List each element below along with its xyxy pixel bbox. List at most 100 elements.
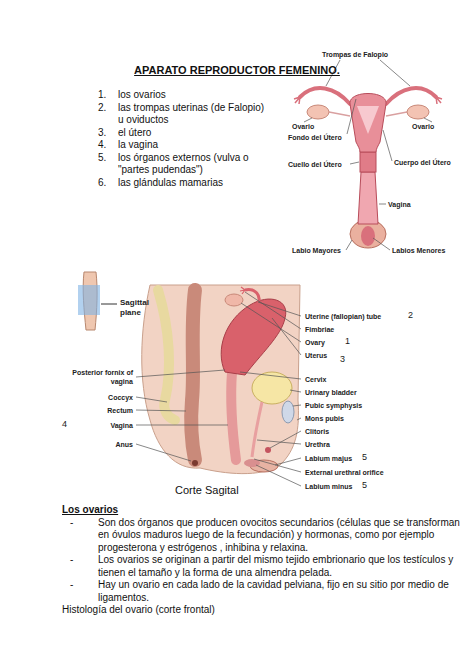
list-item: 3.el útero [98, 127, 270, 140]
leader-line [379, 204, 386, 205]
part-label: Urinary bladder [305, 388, 357, 397]
part-label: Coccyx [108, 393, 133, 402]
ovary [225, 294, 243, 306]
list-text: los ovarios [118, 89, 270, 102]
callout-number: 3 [340, 354, 345, 365]
leader-line [304, 118, 312, 122]
list-number: 5. [98, 152, 118, 177]
leader-line [258, 302, 301, 316]
ovary [407, 105, 429, 119]
urinary-bladder [252, 372, 292, 404]
part-label: Labio Mayores [292, 246, 341, 255]
list-text: las glándulas mamarias [118, 177, 270, 190]
labia-minora [361, 226, 375, 246]
list-item: 2.las trompas uterinas (de Falopio) u ov… [98, 102, 270, 127]
part-label: Labium majus [305, 454, 352, 463]
list-number: 2. [98, 102, 118, 127]
page-title: APARATO REPRODUCTOR FEMENINO. [0, 64, 474, 77]
bullet-text: Son dos órganos que producen ovocitos se… [98, 517, 466, 555]
part-label: Posterior fornix of vagina [61, 368, 133, 386]
leader-line [380, 60, 410, 86]
leader-line [240, 372, 301, 379]
leader-line [293, 405, 301, 406]
list-number: 4. [98, 139, 118, 152]
leader-line [136, 425, 228, 426]
leader-line [272, 318, 301, 355]
leader-line [136, 397, 167, 402]
part-label: Uterine (fallopian) tube [305, 312, 381, 321]
callout-number: 4 [62, 419, 67, 430]
part-label: Cuello del Útero [288, 160, 342, 169]
ovary [307, 105, 329, 119]
part-label: Vagina [110, 421, 133, 430]
leader-line [256, 465, 301, 486]
bullet-dash: - [62, 517, 98, 555]
body-text: Los ovarios-Son dos órganos que producen… [62, 504, 466, 617]
cervix [360, 152, 376, 172]
frontal-uterus-figure [294, 88, 442, 248]
fimbriae [240, 287, 245, 294]
part-label: Trompas de Falopio [322, 50, 388, 59]
leader-line [241, 303, 301, 342]
leader-lines [304, 60, 432, 250]
part-label: Rectum [107, 406, 133, 415]
fallopian-tube [300, 88, 350, 104]
sagittal-plane [78, 285, 100, 315]
part-label: Pubic symphysis [305, 401, 362, 410]
leader-line [101, 304, 117, 305]
part-label: Labios Menores [392, 246, 445, 255]
list-text: la vagina [118, 139, 270, 152]
list-item: 6.las glándulas mamarias [98, 177, 270, 190]
anus [192, 460, 198, 466]
part-label: External urethral orifice [305, 468, 384, 477]
part-label: Anus [116, 440, 134, 449]
bullet-dash: - [62, 579, 98, 604]
vagina [358, 172, 378, 224]
bullet-text: Los ovarios se originan a partir del mis… [98, 554, 466, 579]
callout-number: 1 [345, 336, 350, 347]
part-label: Cervix [305, 375, 326, 384]
part-label: Ovario [292, 122, 314, 131]
leader-line [346, 240, 352, 250]
bullet-text: Hay un ovario en cada lado de la cavidad… [98, 579, 466, 604]
part-label: Ovario [412, 122, 434, 131]
sagittal-section-figure [142, 285, 300, 474]
leader-line [297, 418, 301, 420]
part-label: Urethra [305, 440, 330, 449]
leader-lines [136, 292, 301, 486]
leader-line [136, 444, 191, 461]
pelvis-outline [142, 285, 300, 474]
part-label: Vagina [388, 200, 411, 209]
leader-line [383, 130, 392, 161]
part-label: Fondo del Útero [288, 133, 342, 142]
figure-caption: Corte Sagital [175, 484, 239, 497]
vagina [231, 372, 236, 460]
leader-line [136, 410, 186, 411]
urethra [252, 402, 262, 457]
leader-line [347, 99, 356, 134]
fallopian-tube [245, 290, 259, 305]
part-label: Mons pubis [305, 414, 344, 423]
list-number: 6. [98, 177, 118, 190]
leader-line [270, 431, 301, 448]
list-text: las trompas uterinas (de Falopio) u ovid… [118, 102, 270, 127]
callout-number: 2 [408, 310, 413, 321]
plane-label: Sagittal plane [120, 298, 160, 318]
list-number: 1. [98, 89, 118, 102]
subheading: Histología del ovario (corte frontal) [62, 604, 466, 617]
leader-line [254, 459, 301, 472]
rectum [191, 290, 195, 460]
callout-number: 5 [362, 480, 367, 491]
list-text: el útero [118, 127, 270, 140]
part-label: Cuerpo del Útero [394, 158, 451, 167]
fimbriae [436, 97, 442, 104]
bullet-item: -Los ovarios se originan a partir del mi… [62, 554, 466, 579]
section-heading: Los ovarios [62, 504, 466, 517]
ligament [386, 112, 407, 116]
ligament [329, 112, 350, 116]
sacrum-coccyx [158, 290, 175, 420]
numbered-list: 1.los ovarios2.las trompas uterinas (de … [98, 89, 270, 189]
list-item: 5.los órganos externos (vulva o "partes … [98, 152, 270, 177]
bullet-item: -Son dos órganos que producen ovocitos s… [62, 517, 466, 555]
